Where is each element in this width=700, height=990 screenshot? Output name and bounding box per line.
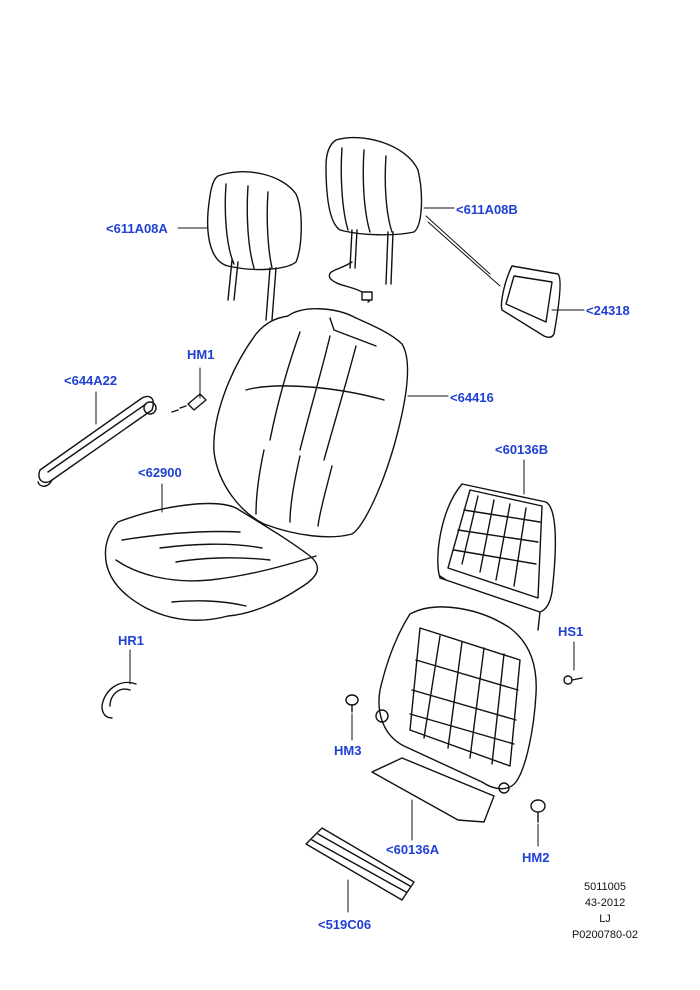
label-60136b[interactable]: <60136B (495, 442, 549, 457)
label-hm3[interactable]: HM3 (334, 743, 362, 758)
hm1-screw-part (171, 393, 207, 413)
label-644a22[interactable]: <644A22 (64, 373, 118, 388)
hm3-fastener-part (345, 694, 359, 713)
label-24318[interactable]: <24318 (586, 303, 630, 318)
reference-line-3: LJ (599, 913, 611, 925)
headrest-a-part (206, 170, 302, 321)
reference-line-4: P0200780-02 (571, 929, 639, 941)
label-611a08b[interactable]: <611A08B (456, 202, 518, 217)
switch-panel-part (500, 265, 561, 339)
label-62900[interactable]: <62900 (138, 465, 182, 480)
leader-lines (95, 207, 585, 913)
hm2-fastener-part (530, 799, 546, 823)
label-hr1[interactable]: HR1 (118, 633, 145, 648)
hr1-clip-part (101, 681, 137, 719)
hs1-bolt-part (563, 675, 583, 685)
backrest-cover-part (213, 308, 409, 538)
reference-line-1: 5011005 (583, 881, 626, 893)
seat-cushion-part (104, 502, 319, 621)
label-611a08a[interactable]: <611A08A (106, 221, 168, 236)
label-519c06[interactable]: <519C06 (318, 917, 372, 932)
armrest-part (37, 395, 157, 487)
headrest-b-part (325, 136, 423, 303)
reference-block: 5011005 43-2012 LJ P0200780-02 (555, 879, 655, 943)
back-frame-part (437, 483, 557, 631)
trim-strip-part (305, 827, 415, 901)
label-60136a[interactable]: <60136A (386, 842, 440, 857)
label-hs1[interactable]: HS1 (558, 624, 584, 639)
label-hm2[interactable]: HM2 (522, 850, 550, 865)
label-64416[interactable]: <64416 (450, 390, 494, 405)
base-frame-part (371, 606, 537, 823)
reference-line-2: 43-2012 (584, 897, 626, 909)
label-hm1[interactable]: HM1 (187, 347, 215, 362)
